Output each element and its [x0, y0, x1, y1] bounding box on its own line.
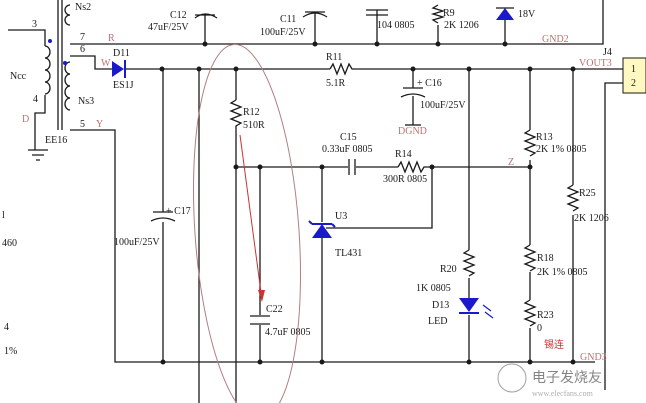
c22-value: 4.7uF 0805 — [265, 327, 311, 338]
net-w: W — [101, 58, 111, 69]
r18-value: 2K 1% 0805 — [537, 267, 588, 278]
fragment-3: 4 — [4, 322, 9, 333]
c17-value: 100uF/25V — [114, 237, 160, 248]
r20-resistor: R20 1K 0805 — [416, 249, 476, 294]
c11-value: 100uF/25V — [260, 27, 306, 38]
d11-ref: D11 — [113, 48, 130, 59]
c15-value: 0.33uF 0805 — [322, 144, 373, 155]
c12-value: 47uF/25V — [148, 22, 189, 33]
c104-value: 104 0805 — [377, 20, 415, 31]
junction-dots — [159, 41, 576, 365]
net-gnd3: GND3 — [580, 352, 607, 363]
u3-ref: U3 — [335, 211, 347, 222]
r13-value: 2K 1% 0805 — [536, 144, 587, 155]
net-gnd2: GND2 — [542, 34, 569, 45]
edge-fragments: l 460 4 1% — [2, 210, 17, 357]
zener-value: 18V — [518, 9, 536, 20]
r14-value: 300R 0805 — [383, 174, 427, 185]
r25-value: 2K 1206 — [574, 213, 609, 224]
top-components: C12 47uF/25V C11 100uF/25V 104 0805 R9 2… — [148, 4, 536, 38]
c17-ref: + C17 — [166, 206, 191, 217]
j4-pin-1: 1 — [631, 64, 636, 75]
r12-resistor: R12 510R — [229, 99, 265, 132]
net-z: Z — [508, 157, 514, 168]
r20-value: 1K 0805 — [416, 283, 451, 294]
j4-pin-2: 2 — [631, 78, 636, 89]
net-d: D — [22, 114, 29, 125]
r23-value: 0 — [537, 323, 542, 334]
pin-6: 6 — [80, 44, 85, 55]
net-r: R — [108, 33, 115, 44]
fragment-4: 1% — [4, 346, 17, 357]
watermark-url: www.elecfans.com — [532, 389, 594, 398]
arrowhead-icon — [258, 290, 265, 302]
pin-4: 4 — [33, 94, 38, 105]
r18-ref: R18 — [537, 253, 554, 264]
r23-ref: R23 — [537, 310, 554, 321]
watermark-text: 电子发烧友 — [532, 370, 602, 386]
r23-resistor: R23 0 锡连 — [523, 299, 564, 351]
annotation — [192, 43, 302, 403]
fragment-2: 460 — [2, 238, 17, 249]
r12-ref: R12 — [243, 107, 260, 118]
net-labels: R W D Y Z GND2 VOUT3 GND3 DGND — [22, 33, 612, 363]
winding-ncc: Ncc — [10, 71, 27, 82]
d13-ref: D13 — [432, 300, 449, 311]
r11-ref: R11 — [326, 52, 342, 63]
j4-ref: J4 — [603, 47, 612, 58]
annotation-arrow — [239, 134, 263, 301]
u3-tl431: U3 TL431 — [308, 211, 362, 259]
c15-ref: C15 — [340, 132, 357, 143]
c16-ref: + C16 — [417, 78, 442, 89]
winding-ns2: Ns2 — [75, 2, 91, 13]
r13-resistor: R13 2K 1% 0805 — [523, 129, 587, 157]
r20-ref: R20 — [440, 264, 457, 275]
net-y: Y — [96, 119, 103, 130]
c12-ref: C12 — [170, 10, 187, 21]
c22-capacitor: C22 4.7uF 0805 — [250, 304, 311, 338]
r13-ref: R13 — [536, 132, 553, 143]
d11-diode: D11 ES1J — [112, 48, 134, 91]
fragment-1: l — [2, 210, 5, 221]
c16-value: 100uF/25V — [420, 100, 466, 111]
watermark: 电子发烧友 www.elecfans.com — [497, 363, 602, 398]
r9-ref: R9 — [443, 8, 455, 19]
transformer-label: EE16 — [45, 135, 67, 146]
transformer-ee16: 3 7 6 4 5 Ncc Ns3 Ns2 EE16 — [10, 0, 94, 146]
c22-ref: C22 — [266, 304, 283, 315]
c17-capacitor: + C17 100uF/25V — [114, 206, 191, 248]
r18-resistor: R18 2K 1% 0805 — [523, 244, 588, 278]
wires — [8, 0, 623, 403]
r23-note: 锡连 — [544, 338, 564, 351]
r14-ref: R14 — [395, 149, 412, 160]
r25-resistor: R25 2K 1206 — [566, 184, 609, 224]
net-dgnd: DGND — [398, 126, 427, 137]
net-vout3: VOUT3 — [579, 58, 612, 69]
r25-ref: R25 — [579, 188, 596, 199]
winding-ns3: Ns3 — [78, 96, 94, 107]
r12-value: 510R — [243, 120, 265, 131]
pin-5: 5 — [80, 119, 85, 130]
highlight-ellipse — [192, 43, 302, 403]
r14-resistor: R14 300R 0805 — [383, 149, 428, 185]
r9-value: 2K 1206 — [444, 20, 479, 31]
u3-value: TL431 — [335, 248, 362, 259]
r11-resistor: R11 5.1R — [326, 52, 355, 89]
d13-value: LED — [428, 316, 447, 327]
pin-7: 7 — [80, 32, 85, 43]
c11-ref: C11 — [280, 14, 296, 25]
d13-led: D13 LED — [428, 298, 494, 327]
c15-capacitor: C15 0.33uF 0805 — [322, 132, 373, 175]
c16-capacitor: + C16 100uF/25V — [400, 78, 466, 126]
j4-connector: J4 1 2 — [603, 47, 646, 94]
r11-value: 5.1R — [326, 78, 346, 89]
pin-3: 3 — [32, 19, 37, 30]
d11-value: ES1J — [113, 80, 134, 91]
